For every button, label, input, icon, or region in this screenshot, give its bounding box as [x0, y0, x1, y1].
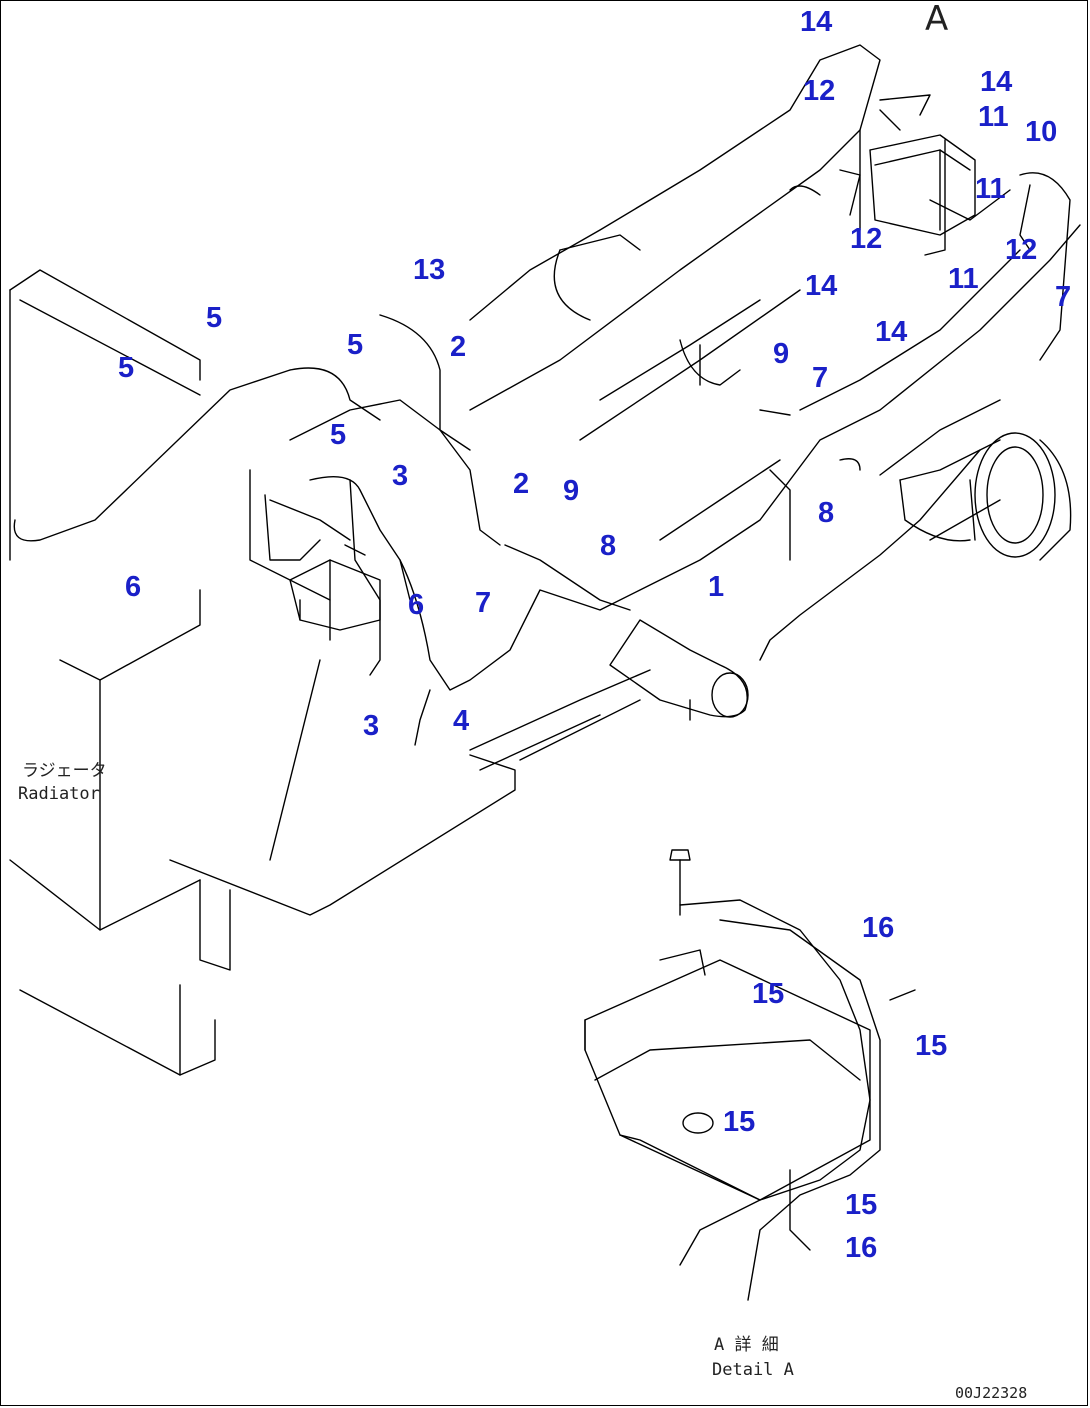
detail-a-view: [584, 849, 916, 1301]
callout-label: 5: [347, 329, 364, 361]
callout-label: 6: [125, 571, 142, 603]
callout-label: 14: [980, 66, 1013, 98]
starter-motor: [609, 619, 749, 721]
drawing-number: 00J22328: [955, 1384, 1028, 1402]
callout-label: 10: [1025, 116, 1058, 148]
callout-label: 6: [408, 589, 425, 621]
radiator-label-en: Radiator: [18, 784, 100, 804]
callout-label: 9: [563, 475, 580, 507]
callout-label: 12: [1005, 234, 1038, 266]
callout-label: 11: [978, 101, 1009, 133]
detail-a-label-jp: A 詳 細: [714, 1335, 779, 1355]
callout-label: 9: [773, 338, 790, 370]
callout-label: 13: [413, 254, 446, 286]
callout-label: 5: [330, 419, 347, 451]
valve-block: [289, 544, 381, 631]
callout-label: 15: [752, 978, 785, 1010]
callout-label: 14: [875, 316, 908, 348]
callout-label: 8: [818, 497, 835, 529]
callout-label: 11: [975, 173, 1006, 205]
callout-label: 2: [450, 331, 467, 363]
callout-label: 11: [948, 263, 979, 295]
callout-label: 7: [812, 362, 829, 394]
view-mark-a: A: [925, 0, 949, 39]
callout-label: 3: [363, 710, 380, 742]
callout-label: 15: [723, 1106, 756, 1138]
callout-label: 15: [915, 1030, 948, 1062]
control-box-a: [839, 94, 976, 256]
callout-label: 12: [850, 223, 883, 255]
callout-label: 1: [708, 571, 725, 603]
callout-label: 8: [600, 530, 617, 562]
callout-label: 5: [206, 302, 223, 334]
axle-hub: [899, 432, 1072, 561]
chassis-frame: [469, 44, 1071, 771]
wire-harness: [13, 224, 1081, 746]
callout-label: 3: [392, 460, 409, 492]
callout-label: 4: [453, 705, 470, 737]
callout-label: 2: [513, 468, 530, 500]
callout-label: 12: [803, 75, 836, 107]
callout-label: 16: [862, 912, 895, 944]
callout-label: 7: [475, 587, 492, 619]
detail-a-label-en: Detail A: [712, 1360, 794, 1380]
callout-label: 15: [845, 1189, 878, 1221]
callout-label: 7: [1055, 281, 1072, 313]
callout-label: 5: [118, 352, 135, 384]
callout-label: 14: [800, 6, 833, 38]
radiator-label-jp: ラジェータ: [22, 761, 107, 781]
callout-label: 16: [845, 1232, 878, 1264]
callout-label: 14: [805, 270, 838, 302]
radiator-outline: [9, 269, 516, 1076]
